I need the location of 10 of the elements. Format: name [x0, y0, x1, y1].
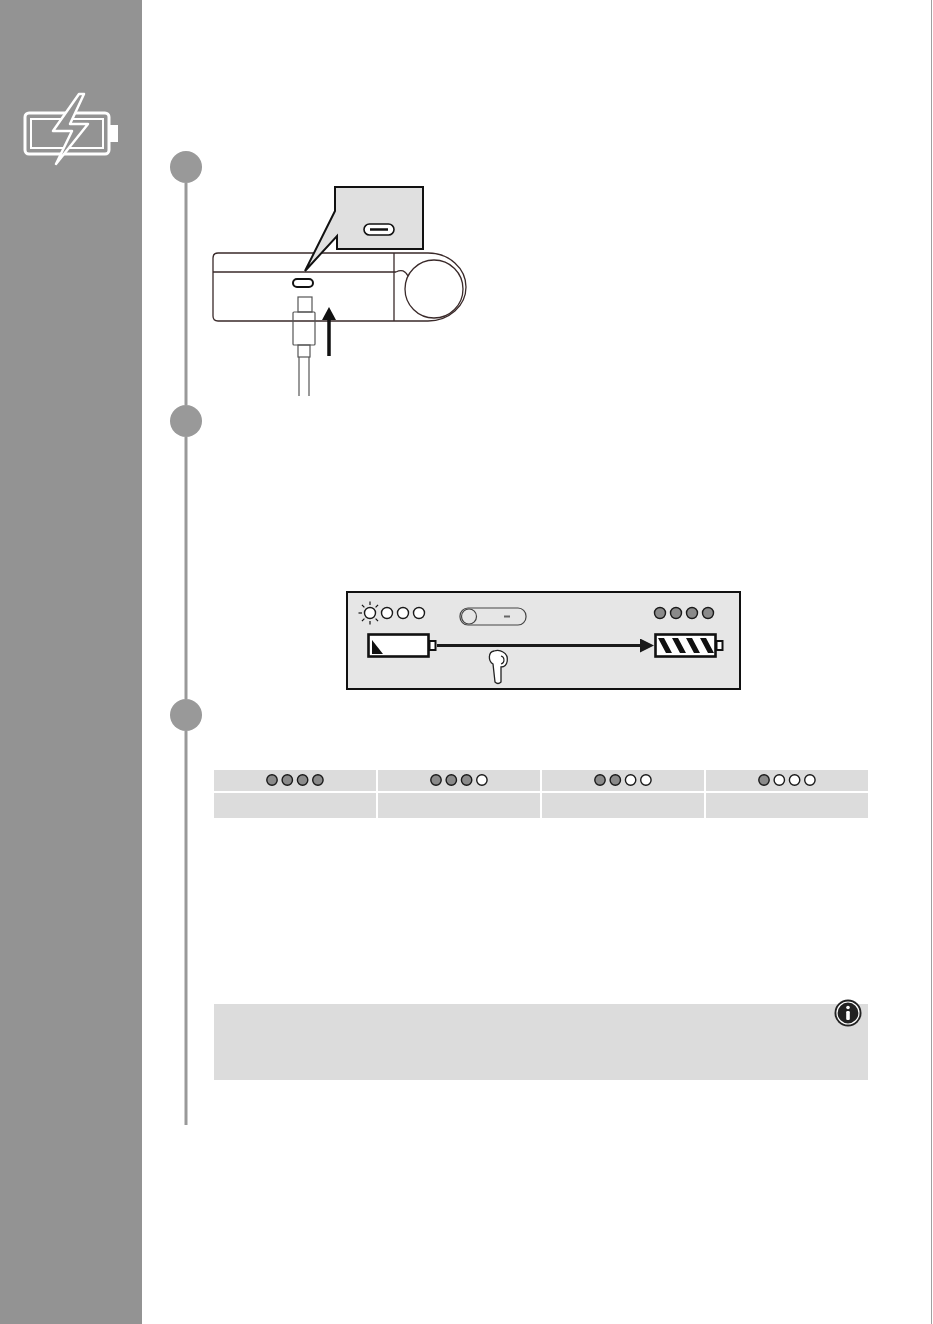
step-circle [170, 405, 202, 437]
arrow [437, 638, 654, 653]
battery-icon [654, 633, 724, 658]
timeline-line [184, 437, 188, 699]
timeline-line [184, 183, 188, 405]
step-circle [170, 699, 202, 731]
timeline-line [184, 731, 188, 1125]
battery-icon [367, 633, 437, 658]
step-circle [170, 151, 202, 183]
status-panel [346, 591, 741, 690]
